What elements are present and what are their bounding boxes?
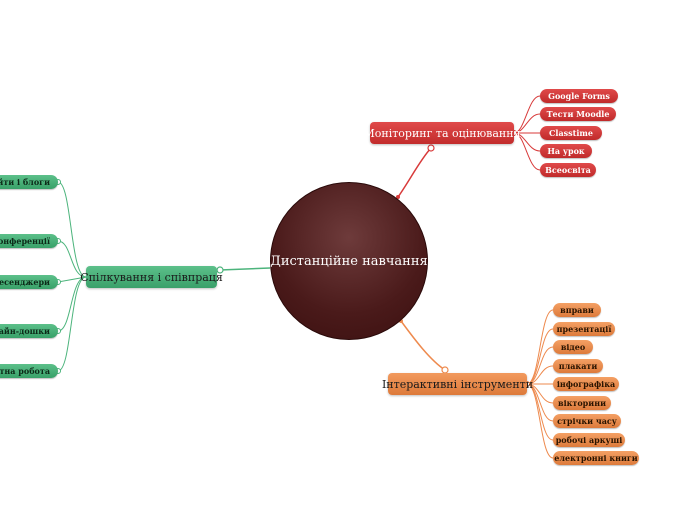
leaf-label: На урок	[547, 146, 585, 156]
leaf-label: вікторини	[558, 398, 606, 408]
leaf-label: вправи	[560, 305, 594, 315]
leaf-na-urok[interactable]: На урок	[540, 144, 592, 158]
leaf-label: презентації	[556, 324, 612, 334]
leaf-label: Google Forms	[548, 91, 610, 101]
leaf-plakaty[interactable]: плакати	[553, 359, 603, 373]
branch-monitoring-label: Моніторинг та оцінювання	[363, 126, 521, 140]
leaf-label: месенджери	[0, 277, 50, 287]
leaf-label: плакати	[558, 361, 598, 371]
leaf-label: еоконференції	[0, 236, 50, 246]
leaf-label: робочі аркуші	[555, 435, 623, 445]
branch-interactive[interactable]: Інтерактивні інструменти	[382, 373, 533, 395]
leaf-label: Classtime	[549, 128, 593, 138]
leaf-moodle-tests[interactable]: Тести Moodle	[540, 107, 616, 121]
leaf-videoconferences[interactable]: еоконференції	[0, 234, 58, 248]
leaf-label: Тести Moodle	[546, 109, 610, 119]
leaf-label: лайн-дошки	[0, 326, 50, 336]
branch-communication[interactable]: Спілкування і співпраця	[80, 266, 223, 288]
leaf-vseosvita[interactable]: Всеосвіта	[540, 163, 596, 177]
leaf-infografika[interactable]: інфографіка	[553, 377, 619, 391]
leaf-sites-blogs[interactable]: сайти і блоги	[0, 175, 58, 189]
leaf-label: інфографіка	[556, 379, 616, 389]
leaf-label: сайти і блоги	[0, 177, 50, 187]
leaf-label: ектна робота	[0, 366, 50, 376]
leaf-messengers[interactable]: месенджери	[0, 275, 58, 289]
leaf-elektronni-knyhy[interactable]: електронні книги	[553, 451, 639, 465]
leaf-strichky-chasu[interactable]: стрічки часу	[553, 414, 621, 428]
leaf-vpravy[interactable]: вправи	[553, 303, 601, 317]
leaf-classtime[interactable]: Classtime	[540, 126, 602, 140]
leaf-label: Всеосвіта	[545, 165, 591, 175]
central-topic-label: Дистанційне навчання	[270, 253, 428, 269]
leaf-prezentatsii[interactable]: презентації	[553, 322, 615, 336]
central-topic[interactable]: Дистанційне навчання	[270, 182, 428, 340]
leaf-label: відео	[560, 342, 586, 352]
leaf-robochi-arkushi[interactable]: робочі аркуші	[553, 433, 625, 447]
leaf-viktoryny[interactable]: вікторини	[553, 396, 611, 410]
branch-monitoring[interactable]: Моніторинг та оцінювання	[363, 122, 521, 144]
leaf-online-boards[interactable]: лайн-дошки	[0, 324, 58, 338]
branch-communication-label: Спілкування і співпраця	[80, 270, 223, 284]
leaf-project-work[interactable]: ектна робота	[0, 364, 58, 378]
leaf-label: стрічки часу	[557, 416, 617, 426]
leaf-label: електронні книги	[554, 453, 638, 463]
leaf-google-forms[interactable]: Google Forms	[540, 89, 618, 103]
leaf-video[interactable]: відео	[553, 340, 593, 354]
branch-interactive-label: Інтерактивні інструменти	[381, 377, 534, 391]
